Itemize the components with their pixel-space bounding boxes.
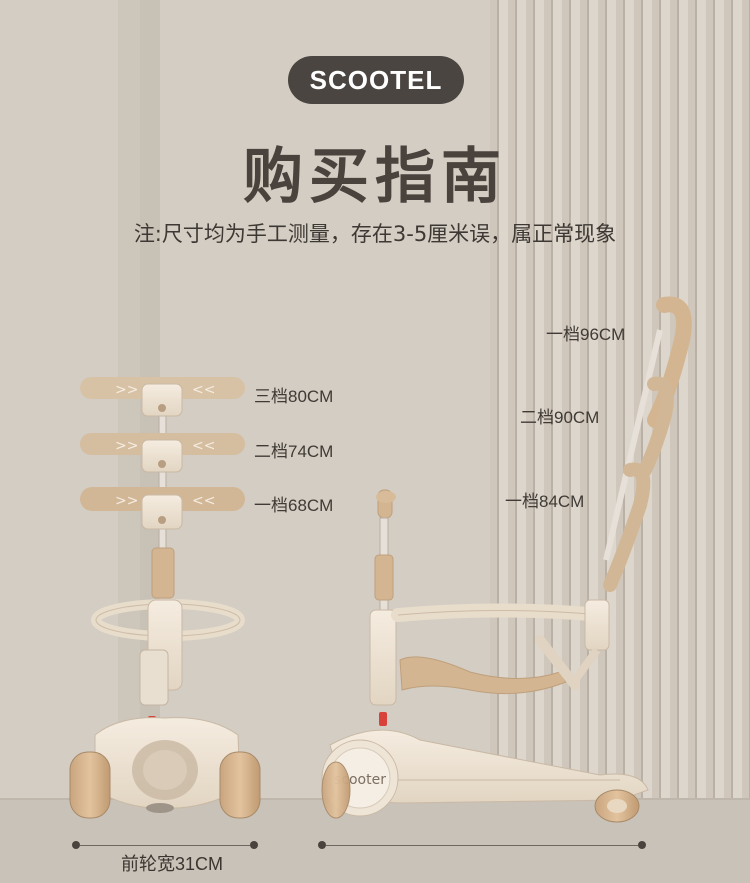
measurement-note: 注:尺寸均为手工测量，存在3-5厘米误，属正常现象 — [133, 222, 617, 246]
wheel-width-label: 前轮宽31CM — [120, 854, 223, 874]
handlebar-height-label: 二档74CM — [254, 442, 334, 461]
handlebar-height-label: 三档80CM — [254, 387, 334, 406]
dimension-marker — [72, 841, 80, 849]
svg-text:<<: << — [192, 493, 215, 509]
handlebar-height-label: 一档68CM — [254, 496, 334, 515]
handlebar-level-3: >> << — [80, 377, 245, 417]
dimension-marker — [318, 841, 326, 849]
svg-text:>>: >> — [115, 438, 138, 454]
brand-badge: SCOOTEL — [288, 56, 464, 104]
side-view-scooter: scooter — [321, 296, 692, 823]
handlebar-level-1: >> << — [80, 487, 245, 530]
dimension-marker — [250, 841, 258, 849]
svg-text:>>: >> — [115, 382, 138, 398]
dimension-line — [326, 845, 638, 846]
svg-text:<<: << — [192, 382, 215, 398]
svg-text:<<: << — [192, 438, 215, 454]
svg-text:>>: >> — [115, 493, 138, 509]
wall-shadow — [118, 0, 140, 800]
dimension-line — [80, 845, 250, 846]
push-handle — [571, 296, 692, 683]
page-title: 购买指南 — [243, 142, 507, 212]
push-handle-height-label: 一档84CM — [505, 492, 585, 511]
push-handle-height-label: 一档96CM — [546, 325, 626, 344]
dimension-marker — [638, 841, 646, 849]
front-view-scooter: >> << >> << >> << — [69, 377, 261, 819]
push-handle-height-label: 二档90CM — [520, 408, 600, 427]
slatted-wall-panel — [490, 0, 750, 800]
handlebar-level-2: >> << — [80, 433, 245, 473]
